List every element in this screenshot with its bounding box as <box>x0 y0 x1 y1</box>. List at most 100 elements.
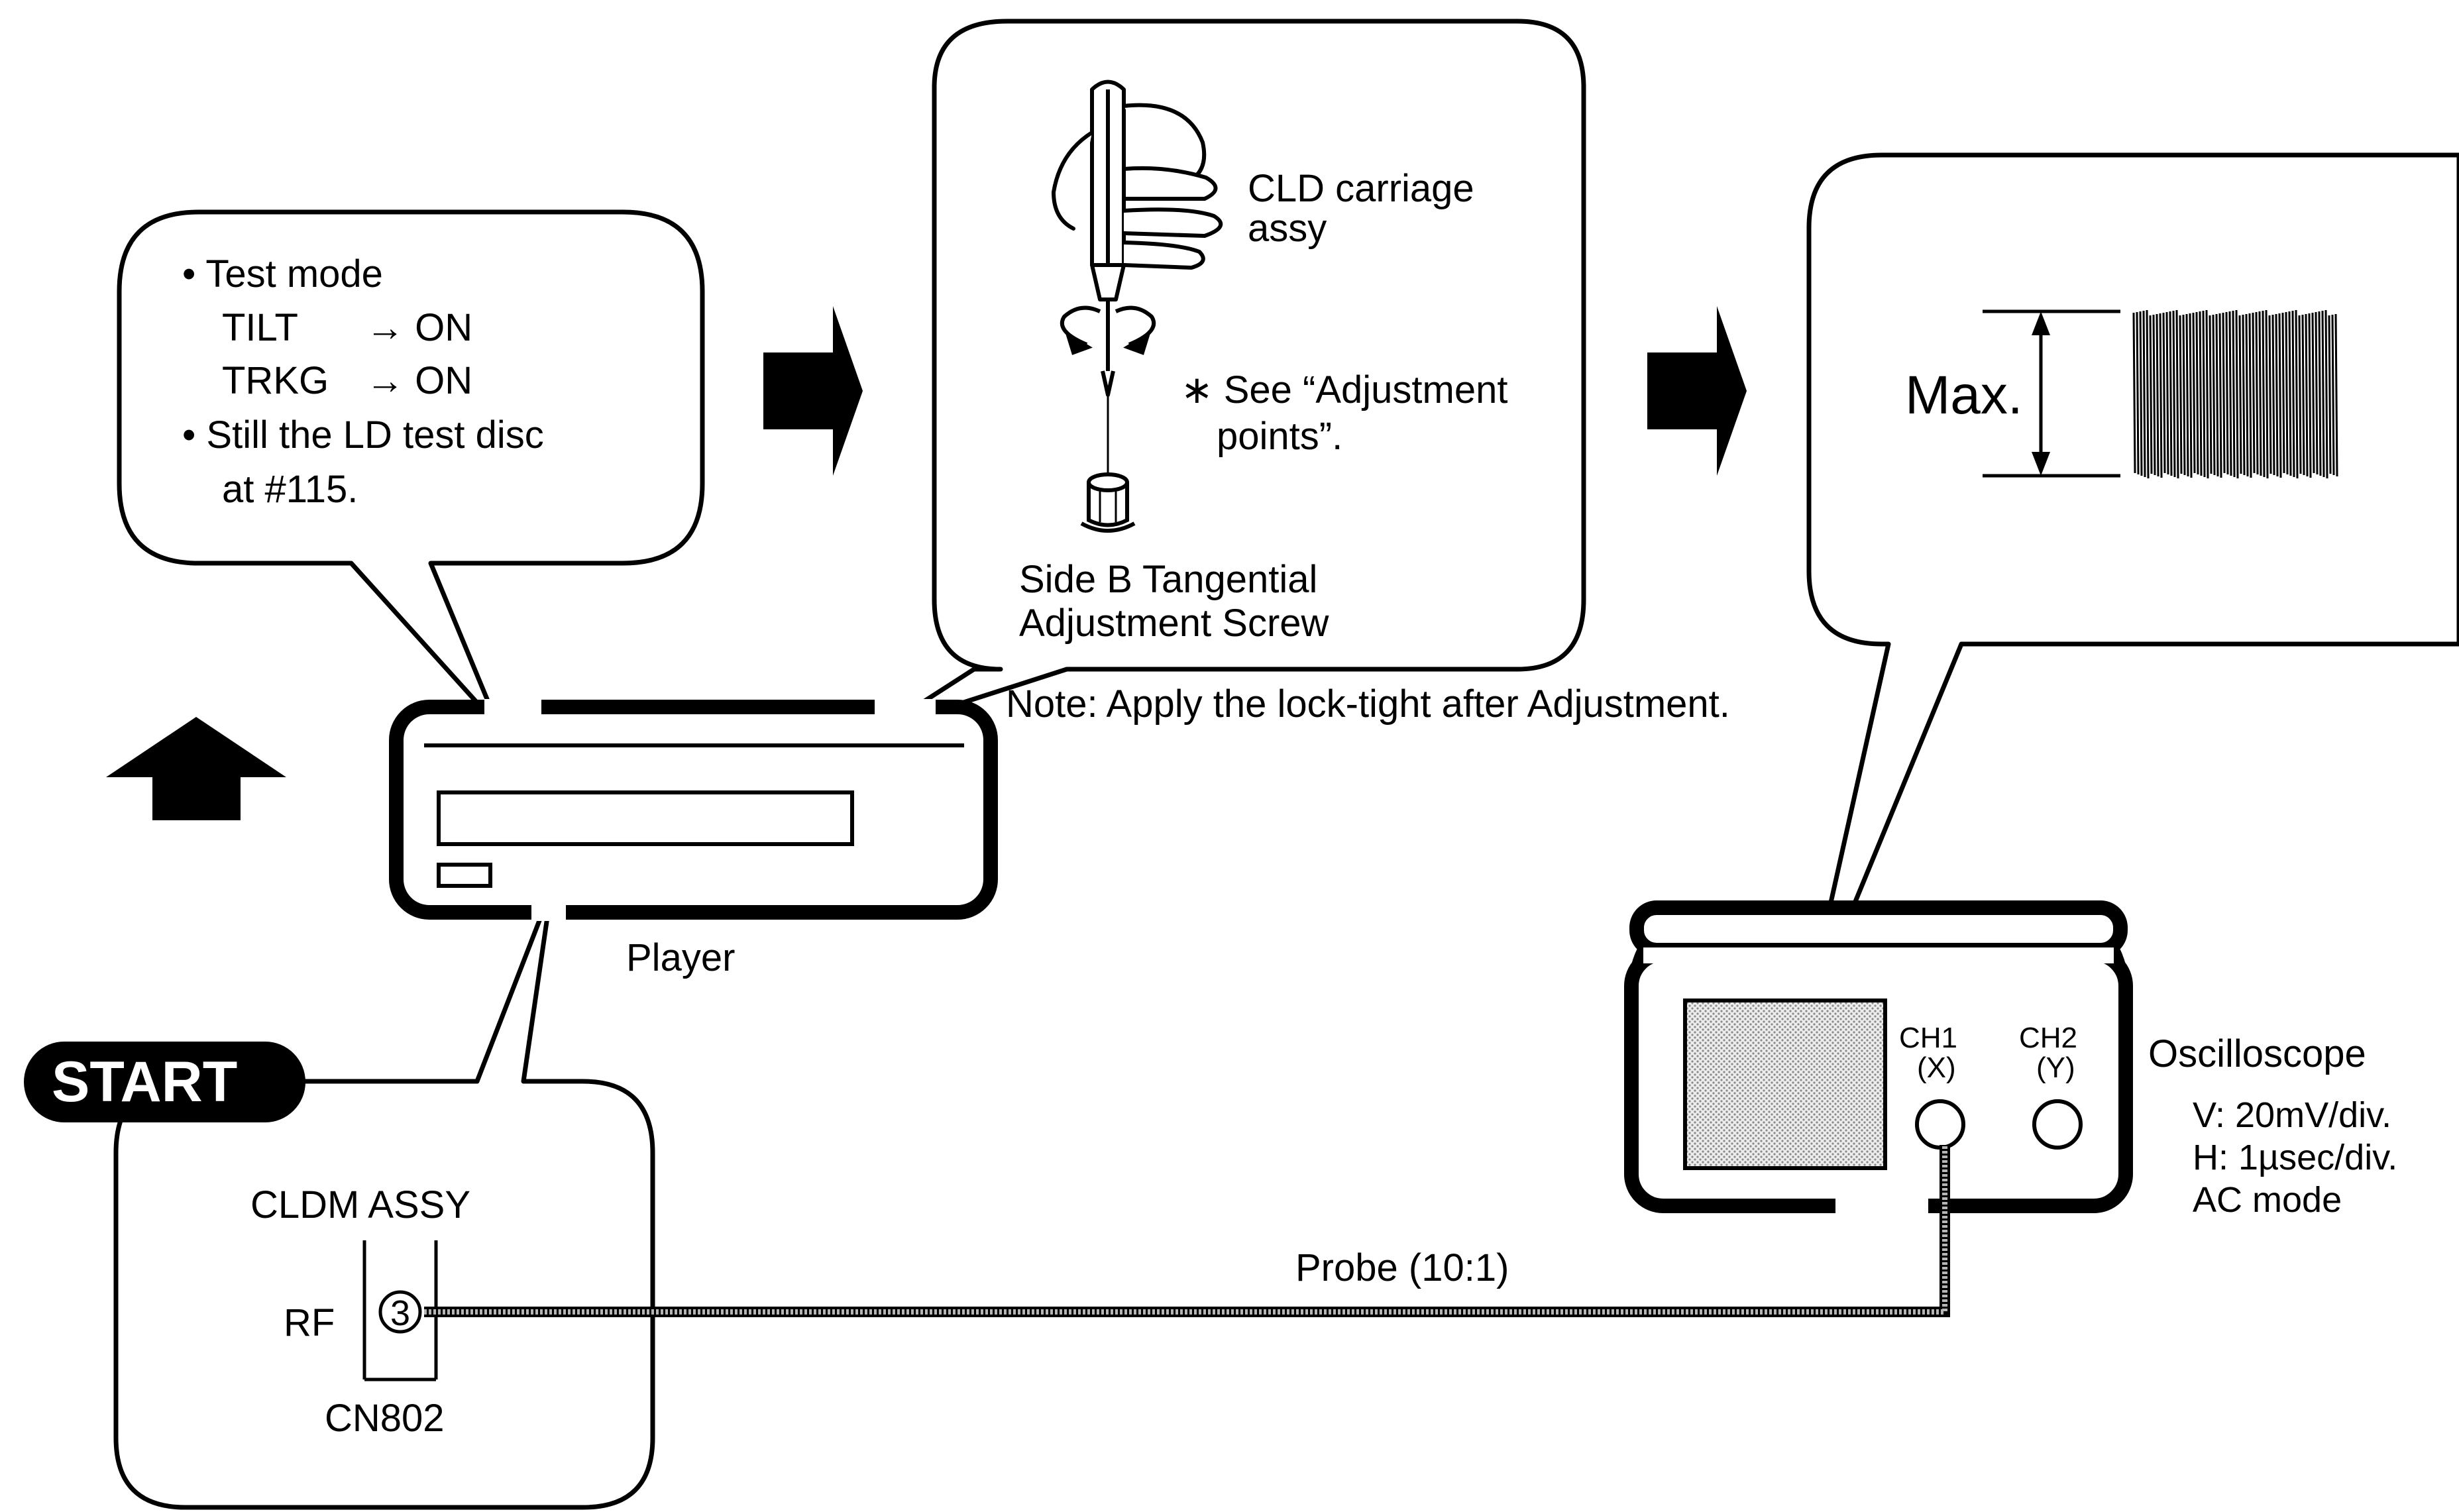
oscilloscope-icon <box>1624 900 2133 1216</box>
waveform-stroke <box>2182 314 2186 476</box>
see-note-2: points”. <box>1217 415 1343 458</box>
waveform-stroke <box>2311 312 2315 474</box>
arrow-right-icon <box>763 306 863 476</box>
waveform-stroke <box>2285 311 2289 475</box>
waveform-stroke <box>2169 311 2173 476</box>
waveform-stroke <box>2321 310 2325 478</box>
waveform-stroke <box>2212 314 2216 476</box>
see-note: ∗ See “Adjustment <box>1181 368 1508 411</box>
ch1-jack <box>1915 1099 1965 1150</box>
setting-horizontal: H: 1µsec/div. <box>2193 1138 2398 1177</box>
waveform-stroke <box>2228 311 2232 476</box>
waveform-stroke <box>2248 313 2252 478</box>
waveform-stroke <box>2271 314 2275 476</box>
setting-vertical: V: 20mV/div. <box>2193 1095 2392 1135</box>
cn802-label: CN802 <box>325 1397 445 1440</box>
waveform-stroke <box>2162 312 2166 474</box>
waveform-stroke <box>2262 310 2266 478</box>
oscilloscope-title: Oscilloscope <box>2148 1032 2366 1075</box>
waveform-stroke <box>2331 314 2335 476</box>
waveform-stroke <box>2238 315 2242 474</box>
waveform-stroke <box>2175 309 2179 479</box>
rf-waveform <box>2132 309 2338 479</box>
oscilloscope-screen <box>1683 999 1887 1170</box>
chapter-line: at #115. <box>222 468 358 511</box>
ch2-jack <box>2032 1099 2083 1150</box>
start-badge <box>24 1042 305 1122</box>
arrow-right-icon <box>1647 306 1747 476</box>
waveform-stroke <box>2189 313 2193 478</box>
still-disc-line: • Still the LD test disc <box>182 413 544 457</box>
pin-3-circle <box>378 1290 422 1334</box>
waveform-stroke <box>2152 314 2156 476</box>
waveform-stroke <box>2324 309 2328 479</box>
waveform-stroke <box>2159 313 2163 478</box>
rotate-icon <box>1060 305 1156 355</box>
test-mode-line: • Test mode <box>182 252 383 296</box>
waveform-stroke <box>2235 309 2239 479</box>
setting-mode: AC mode <box>2193 1180 2342 1220</box>
waveform-stroke <box>2222 312 2226 474</box>
waveform-stroke <box>2199 311 2203 476</box>
waveform-stroke <box>2165 311 2169 475</box>
waveform-stroke <box>2275 313 2279 477</box>
waveform-stroke <box>2225 311 2229 475</box>
waveform-stroke <box>2268 315 2272 474</box>
screwdriver-icon <box>1090 80 1126 487</box>
waveform-stroke <box>2139 311 2143 476</box>
waveform-stroke <box>2215 313 2219 477</box>
probe-label: Probe (10:1) <box>1295 1246 1509 1289</box>
locktight-note: Note: Apply the lock-tight after Adjustm… <box>1006 682 1730 726</box>
waveform-stroke <box>2136 311 2140 475</box>
waveform-stroke <box>2149 315 2153 474</box>
waveform-stroke <box>2281 312 2285 474</box>
waveform-stroke <box>2209 315 2213 474</box>
rf-label: RF <box>284 1301 335 1344</box>
player-icon <box>389 699 998 921</box>
screw-label: Side B Tangential <box>1019 558 1318 601</box>
player-label: Player <box>626 936 736 979</box>
waveform-stroke <box>2132 312 2136 474</box>
waveform-stroke <box>2142 310 2146 478</box>
waveform-stroke <box>2298 315 2302 474</box>
ch2-axis-label: (Y) <box>2036 1052 2075 1084</box>
start-label: START <box>52 1050 238 1114</box>
waveform-stroke <box>2334 313 2338 477</box>
waveform-stroke <box>2232 310 2236 478</box>
tilt-value: → ON <box>366 306 473 349</box>
waveform-stroke <box>2245 313 2249 477</box>
screw-label-2: Adjustment Screw <box>1019 602 1329 645</box>
waveform-stroke <box>2295 309 2299 479</box>
waveform-stroke <box>2252 312 2256 474</box>
waveform-stroke <box>2205 309 2209 479</box>
waveform-stroke <box>2195 311 2199 475</box>
amplitude-marker <box>1983 309 2120 478</box>
waveform-stroke <box>2315 311 2319 475</box>
waveform-stroke <box>2318 311 2322 476</box>
pin-number: 3 <box>390 1293 411 1333</box>
carriage-label: CLD carriage <box>1248 167 1474 210</box>
waveform-stroke <box>2301 314 2305 476</box>
trkg-value: → ON <box>366 359 473 402</box>
cldm-assy-label: CLDM ASSY <box>250 1183 470 1226</box>
waveform-stroke <box>2156 313 2159 477</box>
waveform-stroke <box>2255 311 2259 475</box>
waveform-stroke <box>2265 309 2269 479</box>
test-mode-callout <box>117 209 705 729</box>
waveform-stroke <box>2185 313 2189 477</box>
waveform-stroke <box>2288 311 2292 476</box>
hand-icon <box>1052 103 1223 270</box>
carriage-label-2: assy <box>1248 207 1327 250</box>
cn802-connector <box>362 1240 438 1381</box>
waveform-stroke <box>2218 313 2222 478</box>
waveform-callout <box>1800 152 2459 1033</box>
ch2-label: CH2 <box>2019 1022 2078 1054</box>
max-label: Max. <box>1905 365 2023 425</box>
adjustment-screw-icon <box>1080 472 1136 533</box>
waveform-stroke <box>2291 310 2295 478</box>
ch1-axis-label: (X) <box>1917 1052 1956 1084</box>
waveform-stroke <box>2305 313 2309 477</box>
ch1-label: CH1 <box>1899 1022 1958 1054</box>
